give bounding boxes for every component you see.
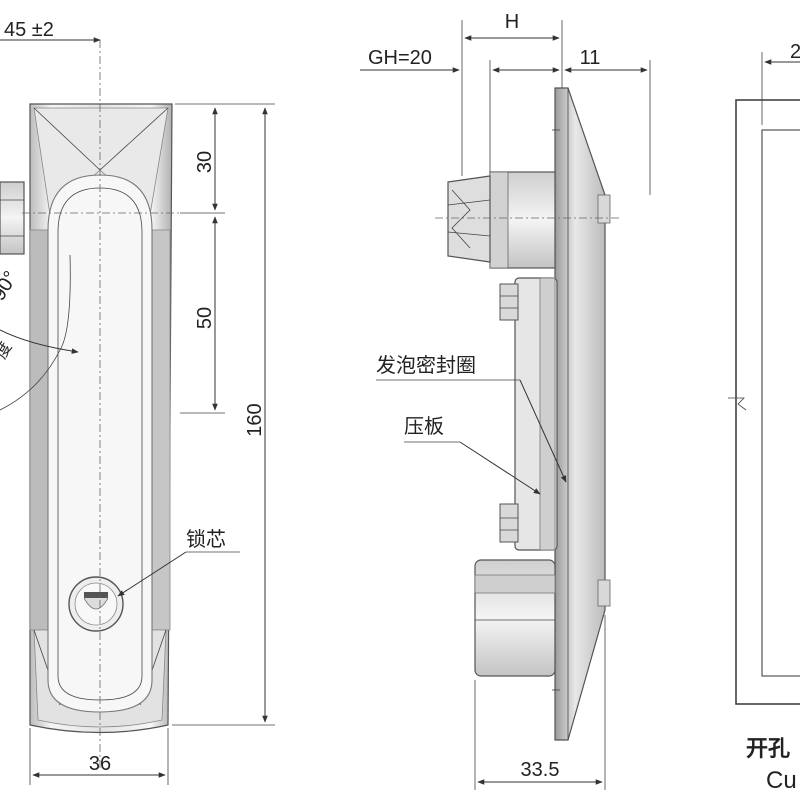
side-dim-gh: GH=20	[368, 47, 432, 69]
side-knob-head	[447, 175, 491, 263]
side-bolt-bottom	[499, 503, 519, 543]
front-left-strip	[29, 229, 49, 631]
side-foam-seal-label: 发泡密封圈	[376, 354, 476, 377]
side-pressure-plate-label: 压板	[404, 415, 444, 438]
front-dim-30: 30	[194, 151, 216, 173]
cutout-dim-partial: 2	[790, 41, 800, 63]
front-dim-160: 160	[244, 403, 266, 436]
side-dim-h: H	[505, 11, 519, 33]
front-key-slot	[84, 592, 108, 598]
side-bolt-top	[499, 283, 519, 321]
side-view: H GH=20 11 发泡密封圈 压板 33.5	[360, 11, 651, 790]
cutout-outer-frame	[735, 99, 800, 705]
cutout-inner-frame	[761, 129, 800, 677]
front-dim-50: 50	[194, 307, 216, 329]
front-side-text: 度	[0, 339, 15, 362]
side-dim-33-5: 33.5	[521, 759, 560, 781]
front-knob-stub	[0, 181, 25, 255]
front-right-strip	[151, 229, 171, 631]
cutout-view: 2 开孔 Cu	[728, 41, 800, 794]
front-angle-90: 90°	[0, 267, 22, 304]
front-dim-45: 45 ±2	[4, 19, 54, 41]
side-flange	[554, 87, 606, 741]
front-dim-36: 36	[89, 753, 111, 775]
side-dim-11: 11	[580, 47, 601, 69]
front-view: 45 ±2 30 50 160 36 90° 度 锁芯	[0, 19, 275, 785]
front-lock-core-label: 锁芯	[186, 528, 226, 551]
cutout-caption-en: Cu	[766, 767, 797, 794]
cutout-caption-cn: 开孔	[746, 736, 790, 761]
